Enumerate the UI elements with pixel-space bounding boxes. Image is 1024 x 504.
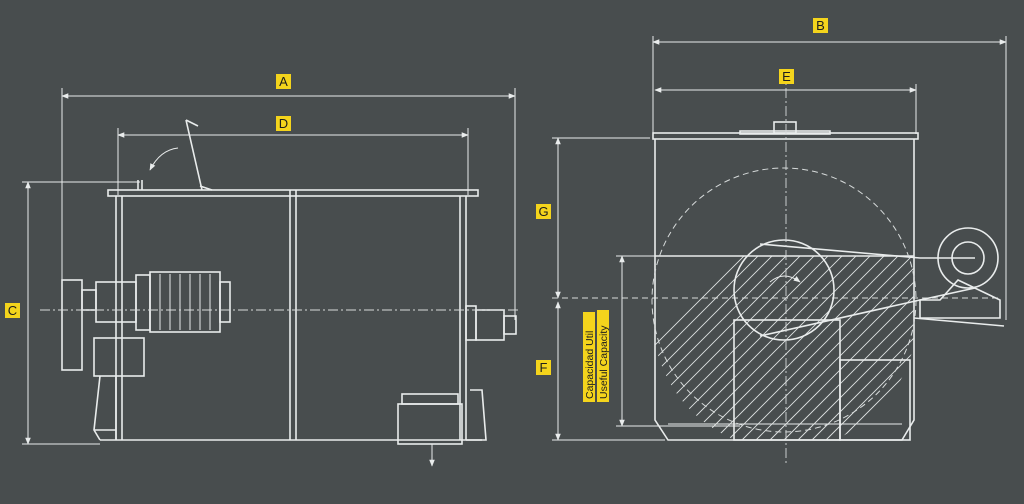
hatch-line bbox=[895, 256, 914, 441]
material-fill-hatch bbox=[655, 250, 1024, 441]
hatch-line bbox=[655, 256, 765, 441]
end-plate bbox=[61, 279, 83, 371]
motor-base bbox=[919, 279, 1001, 319]
hatch-line bbox=[966, 250, 1024, 440]
top-inlet bbox=[773, 121, 797, 134]
hatch-line bbox=[909, 256, 914, 441]
svg-text:C: C bbox=[8, 303, 17, 318]
hatch-line bbox=[657, 256, 849, 441]
svg-text:F: F bbox=[540, 360, 548, 375]
label-f: F bbox=[536, 360, 551, 375]
discharge-valve bbox=[397, 403, 463, 445]
hatch-line bbox=[671, 256, 863, 441]
svg-text:A: A bbox=[279, 74, 288, 89]
label-b: B bbox=[813, 18, 828, 33]
hatch-line bbox=[699, 256, 891, 441]
hatch-line bbox=[713, 256, 905, 441]
hatch-line bbox=[839, 256, 914, 441]
hatch-line bbox=[783, 256, 914, 441]
agitator-circle bbox=[651, 167, 917, 433]
agitator-arm bbox=[759, 243, 976, 337]
hatch-line bbox=[727, 256, 914, 441]
svg-text:D: D bbox=[279, 116, 288, 131]
end-view-trough bbox=[654, 139, 915, 441]
svg-text:B: B bbox=[816, 18, 825, 33]
hatch-line bbox=[655, 256, 793, 441]
capacity-label: Capacidad Util Useful Capacity bbox=[583, 310, 610, 402]
hatch-line bbox=[811, 256, 914, 441]
end-view bbox=[552, 36, 1024, 466]
hatch-line bbox=[655, 256, 835, 441]
hatch-line bbox=[797, 256, 914, 441]
hatch-line bbox=[938, 250, 1024, 440]
capacity-label-es: Capacidad Util bbox=[584, 331, 596, 399]
hatch-line bbox=[994, 250, 1024, 440]
label-a: A bbox=[276, 74, 291, 89]
label-e: E bbox=[779, 69, 794, 84]
svg-text:E: E bbox=[782, 69, 791, 84]
hatch-line bbox=[924, 250, 1024, 440]
label-d: D bbox=[276, 116, 291, 131]
svg-text:G: G bbox=[538, 204, 548, 219]
capacity-label-en: Useful Capacity bbox=[598, 325, 610, 399]
hatch-line bbox=[655, 256, 751, 441]
shaft-hub bbox=[733, 239, 835, 341]
trough-top-flange bbox=[107, 189, 479, 197]
hatch-line bbox=[980, 250, 1024, 440]
side-view bbox=[22, 88, 520, 467]
label-c: C bbox=[5, 303, 20, 318]
hatch-line bbox=[741, 256, 914, 441]
lid-handle bbox=[185, 119, 203, 191]
hatch-line bbox=[655, 256, 821, 441]
hatch-line bbox=[655, 256, 779, 441]
rotation-arrow bbox=[769, 275, 801, 283]
hatch-line bbox=[685, 256, 877, 441]
lid-rotation-arrow bbox=[149, 147, 179, 171]
right-bearing bbox=[465, 305, 477, 341]
hatch-line bbox=[755, 256, 914, 441]
hatch-line bbox=[769, 256, 914, 441]
label-g: G bbox=[536, 204, 551, 219]
hatch-line bbox=[655, 256, 807, 441]
hatch-line bbox=[952, 250, 1024, 440]
hatch-line bbox=[825, 256, 914, 441]
right-leg bbox=[466, 389, 487, 441]
drive-pulley bbox=[937, 227, 999, 289]
